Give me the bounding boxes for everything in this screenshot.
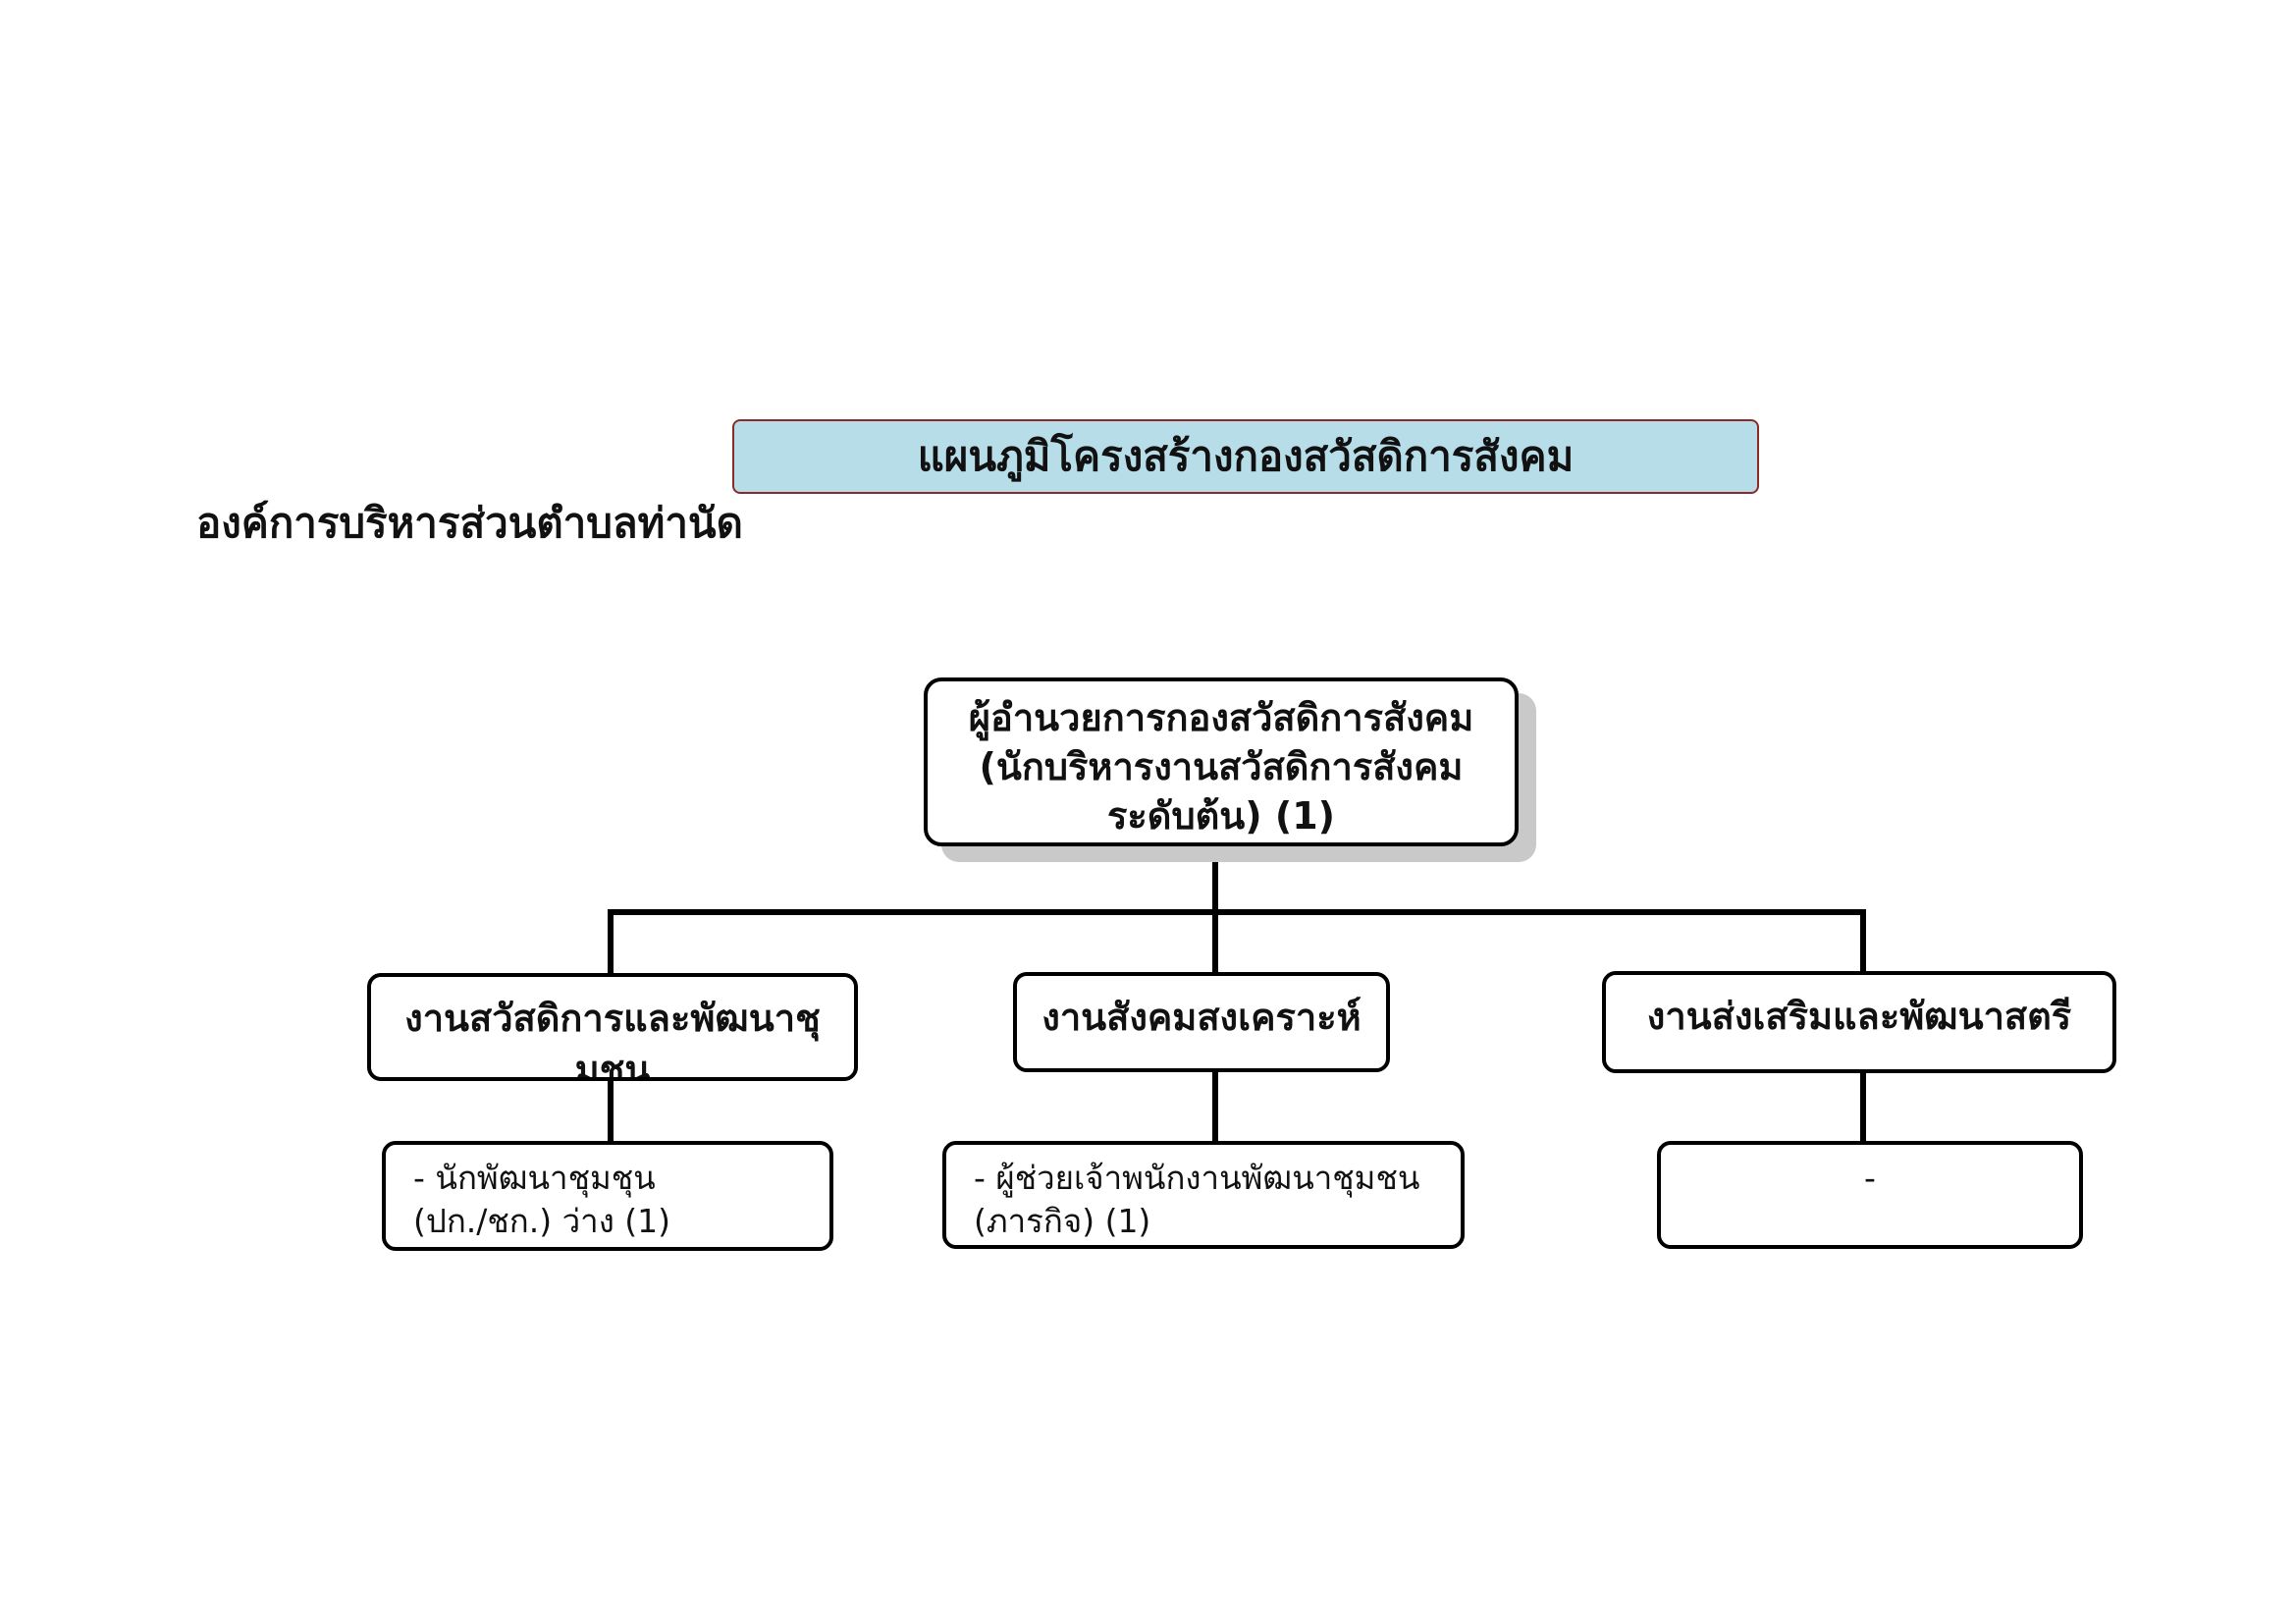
unit-3-line-1: งานส่งเสริมและพัฒนาสตรี xyxy=(1646,995,2072,1038)
head-node: ผู้อำนวยการกองสวัสดิการสังคม (นักบริหารง… xyxy=(924,677,1519,846)
unit-1-line-1: งานสวัสดิการและพัฒนาชุ xyxy=(404,997,821,1040)
staff-1-line-2: (ปก./ชก.) ว่าง (1) xyxy=(413,1202,671,1240)
head-line-2: (นักบริหารงานสวัสดิการสังคม xyxy=(979,745,1464,788)
organization-name: องค์การบริหารส่วนตำบลท่านัด xyxy=(196,499,743,547)
staff-node-community-developer: - นักพัฒนาชุมชุน (ปก./ชก.) ว่าง (1) xyxy=(382,1141,833,1251)
head-line-1: ผู้อำนวยการกองสวัสดิการสังคม xyxy=(968,696,1474,739)
unit-node-social-assistance: งานสังคมสงเคราะห์ xyxy=(1013,972,1390,1072)
chart-title: แผนภูมิโครงสร้างกองสวัสดิการสังคม xyxy=(917,432,1575,480)
staff-1-line-1: - นักพัฒนาชุมชุน xyxy=(413,1159,656,1197)
staff-2-line-2: (ภารกิจ) (1) xyxy=(974,1202,1151,1240)
unit-node-women-development: งานส่งเสริมและพัฒนาสตรี xyxy=(1602,971,2116,1073)
staff-node-empty: - xyxy=(1657,1141,2083,1249)
staff-2-line-1: - ผู้ช่วยเจ้าพนักงานพัฒนาชุมชน xyxy=(974,1159,1420,1197)
staff-3-line-1: - xyxy=(1864,1159,1876,1197)
unit-node-welfare-development: งานสวัสดิการและพัฒนาชุ มชน xyxy=(367,973,858,1081)
staff-node-assistant-officer: - ผู้ช่วยเจ้าพนักงานพัฒนาชุมชน (ภารกิจ) … xyxy=(942,1141,1465,1249)
unit-1-line-2: มชน xyxy=(574,1048,651,1081)
unit-2-line-1: งานสังคมสงเคราะห์ xyxy=(1041,996,1362,1039)
head-line-3: ระดับต้น) (1) xyxy=(1106,794,1336,838)
chart-title-box: แผนภูมิโครงสร้างกองสวัสดิการสังคม xyxy=(732,419,1759,494)
